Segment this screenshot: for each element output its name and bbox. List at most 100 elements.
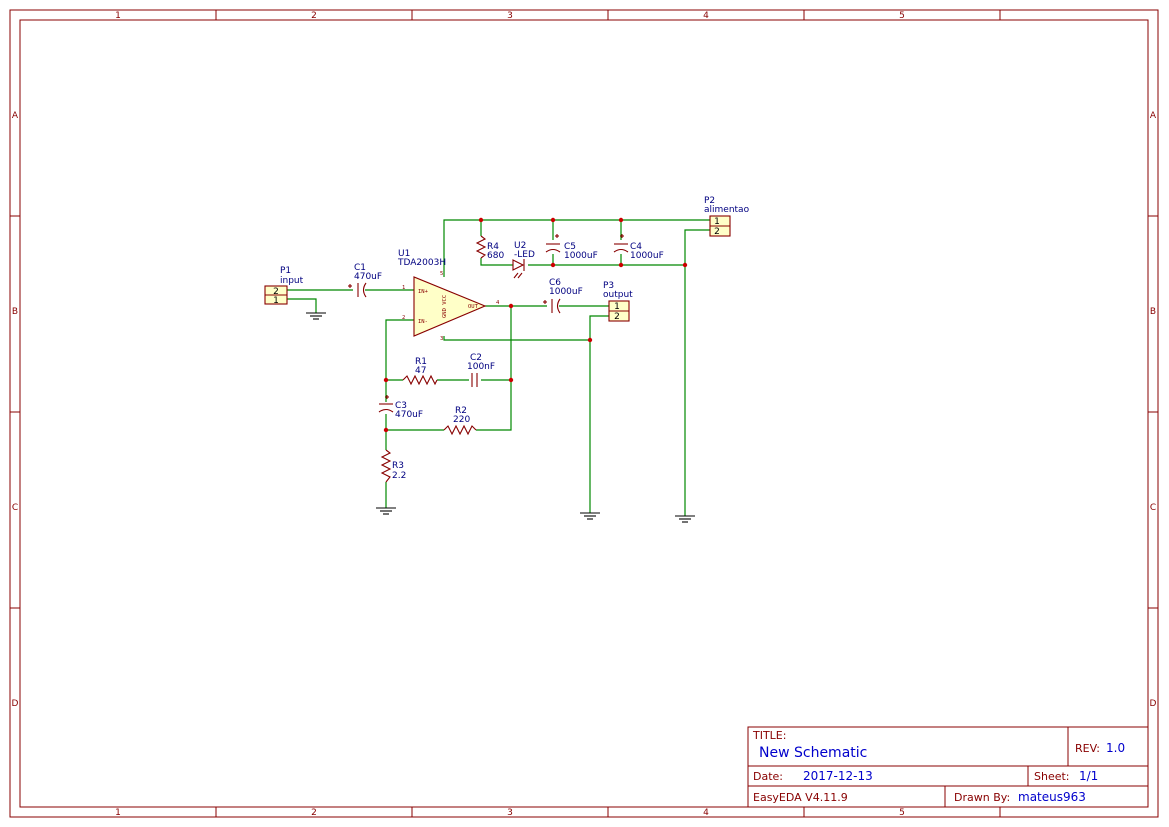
capacitor-c1[interactable]: C1 470uF — [348, 263, 382, 298]
junction-dot — [682, 262, 688, 268]
u1-pin-out: OUT — [468, 304, 479, 310]
r4-value: 680 — [487, 251, 504, 261]
amplifier-u1[interactable]: IN+ IN- OUT GND VCC 1 2 3 4 5 U1 TDA2003… — [397, 249, 500, 342]
c4-value: 1000uF — [630, 251, 664, 261]
r2-value: 220 — [453, 415, 470, 425]
col-label-bottom-3: 3 — [507, 808, 513, 818]
p3-value: output — [603, 290, 633, 300]
connector-p1[interactable]: 2 1 P1 input — [264, 266, 304, 306]
drawn-by-label: Drawn By: — [954, 791, 1010, 804]
c1-ref: C1 — [354, 263, 366, 273]
wire-u1-vcc-to-rail — [443, 219, 710, 277]
c5-ref: C5 — [564, 242, 576, 252]
drawing-frame — [9, 9, 1159, 818]
junction-dot — [550, 217, 556, 223]
junction-dot — [383, 427, 389, 433]
resistor-r3[interactable]: R3 2.2 — [380, 449, 406, 483]
u1-pin-num-4: 4 — [496, 300, 500, 306]
r2-ref: R2 — [455, 406, 467, 416]
wires — [287, 219, 710, 516]
u2-value: -LED — [514, 250, 535, 260]
capacitor-c2[interactable]: C2 100nF — [467, 353, 495, 387]
wire-u1-gnd-to-gnd — [443, 336, 590, 341]
ground-icon — [675, 515, 695, 523]
rev-value: 1.0 — [1106, 741, 1125, 755]
drawn-by-value: mateus963 — [1018, 790, 1086, 804]
u1-pin-in-plus: IN+ — [418, 289, 429, 295]
c3-value: 470uF — [395, 410, 423, 420]
u1-pin-num-1: 1 — [402, 285, 405, 291]
c6-value: 1000uF — [549, 287, 583, 297]
wire-p1-pin1-to-gnd — [287, 298, 317, 313]
col-label-bottom-4: 4 — [703, 808, 709, 818]
row-label-right-a: A — [1150, 111, 1157, 121]
resistor-r4[interactable]: R4 680 — [475, 235, 504, 261]
col-label-bottom-2: 2 — [311, 808, 317, 818]
wire-p3-pin2-to-gnd — [589, 315, 609, 513]
p3-pin-2: 2 — [614, 312, 620, 322]
connector-p3[interactable]: 1 2 P3 output — [603, 281, 633, 322]
col-label-top-2: 2 — [311, 11, 317, 21]
resistor-r2[interactable]: R2 220 — [443, 406, 477, 436]
col-label-top-4: 4 — [703, 11, 709, 21]
wire-p2-pin2-to-gnd — [684, 229, 710, 516]
row-label-right-b: B — [1150, 307, 1156, 317]
connector-p2[interactable]: 1 2 P2 alimentao — [704, 196, 750, 237]
junction-dot — [618, 262, 624, 268]
row-label-left-c: C — [12, 503, 18, 513]
led-u2[interactable]: U2 -LED — [512, 241, 535, 279]
wire-in-minus — [385, 319, 414, 402]
junction-dot — [587, 337, 593, 343]
p1-value: input — [280, 276, 304, 286]
row-label-left-b: B — [12, 307, 18, 317]
p2-pin-1: 1 — [714, 217, 720, 227]
col-label-bottom-5: 5 — [899, 808, 905, 818]
c6-ref: C6 — [549, 278, 561, 288]
c3-ref: C3 — [395, 401, 407, 411]
resistor-r1[interactable]: R1 47 — [402, 357, 438, 386]
wire-out-feedback — [476, 306, 512, 431]
capacitor-c3[interactable]: C3 470uF — [378, 395, 423, 420]
sheet-label: Sheet: — [1034, 770, 1070, 783]
junctions — [383, 217, 688, 433]
r1-ref: R1 — [415, 357, 427, 367]
tool-version: EasyEDA V4.11.9 — [753, 791, 848, 804]
capacitor-c4[interactable]: C4 1000uF — [613, 234, 664, 261]
col-label-top-3: 3 — [507, 11, 513, 21]
r1-value: 47 — [415, 366, 426, 376]
r3-ref: R3 — [392, 461, 404, 471]
u1-pin-num-5: 5 — [440, 271, 443, 277]
u2-ref: U2 — [514, 241, 526, 251]
u1-ref: U1 — [398, 249, 410, 259]
c2-value: 100nF — [467, 362, 495, 372]
capacitor-c6[interactable]: C6 1000uF — [543, 278, 583, 314]
col-label-bottom-1: 1 — [115, 808, 121, 818]
ground-icon — [306, 312, 326, 320]
ground-icon — [376, 507, 396, 515]
p3-ref: P3 — [603, 281, 614, 291]
p2-pin-2: 2 — [714, 227, 720, 237]
r4-ref: R4 — [487, 242, 499, 252]
schematic-title: New Schematic — [759, 745, 867, 761]
p1-ref: P1 — [280, 266, 291, 276]
row-label-right-d: D — [1150, 699, 1157, 709]
p1-pin-2: 2 — [273, 287, 279, 297]
capacitor-c5[interactable]: C5 1000uF — [545, 234, 598, 261]
c4-ref: C4 — [630, 242, 642, 252]
frame-zone-labels: 1 2 3 4 5 1 2 3 4 5 A B C D A B C D — [12, 11, 1157, 818]
col-label-top-1: 1 — [115, 11, 121, 21]
c2-ref: C2 — [470, 353, 482, 363]
c5-value: 1000uF — [564, 251, 598, 261]
c1-value: 470uF — [354, 272, 382, 282]
p3-pin-1: 1 — [614, 302, 620, 312]
u1-value: TDA2003H — [397, 258, 446, 268]
date-label: Date: — [753, 770, 783, 783]
u1-pin-num-3: 3 — [440, 336, 443, 342]
row-label-left-a: A — [12, 111, 19, 121]
junction-dot — [618, 217, 624, 223]
u1-pin-num-2: 2 — [402, 315, 405, 321]
ground-symbols — [306, 312, 695, 523]
junction-dot — [508, 303, 514, 309]
junction-dot — [550, 262, 556, 268]
